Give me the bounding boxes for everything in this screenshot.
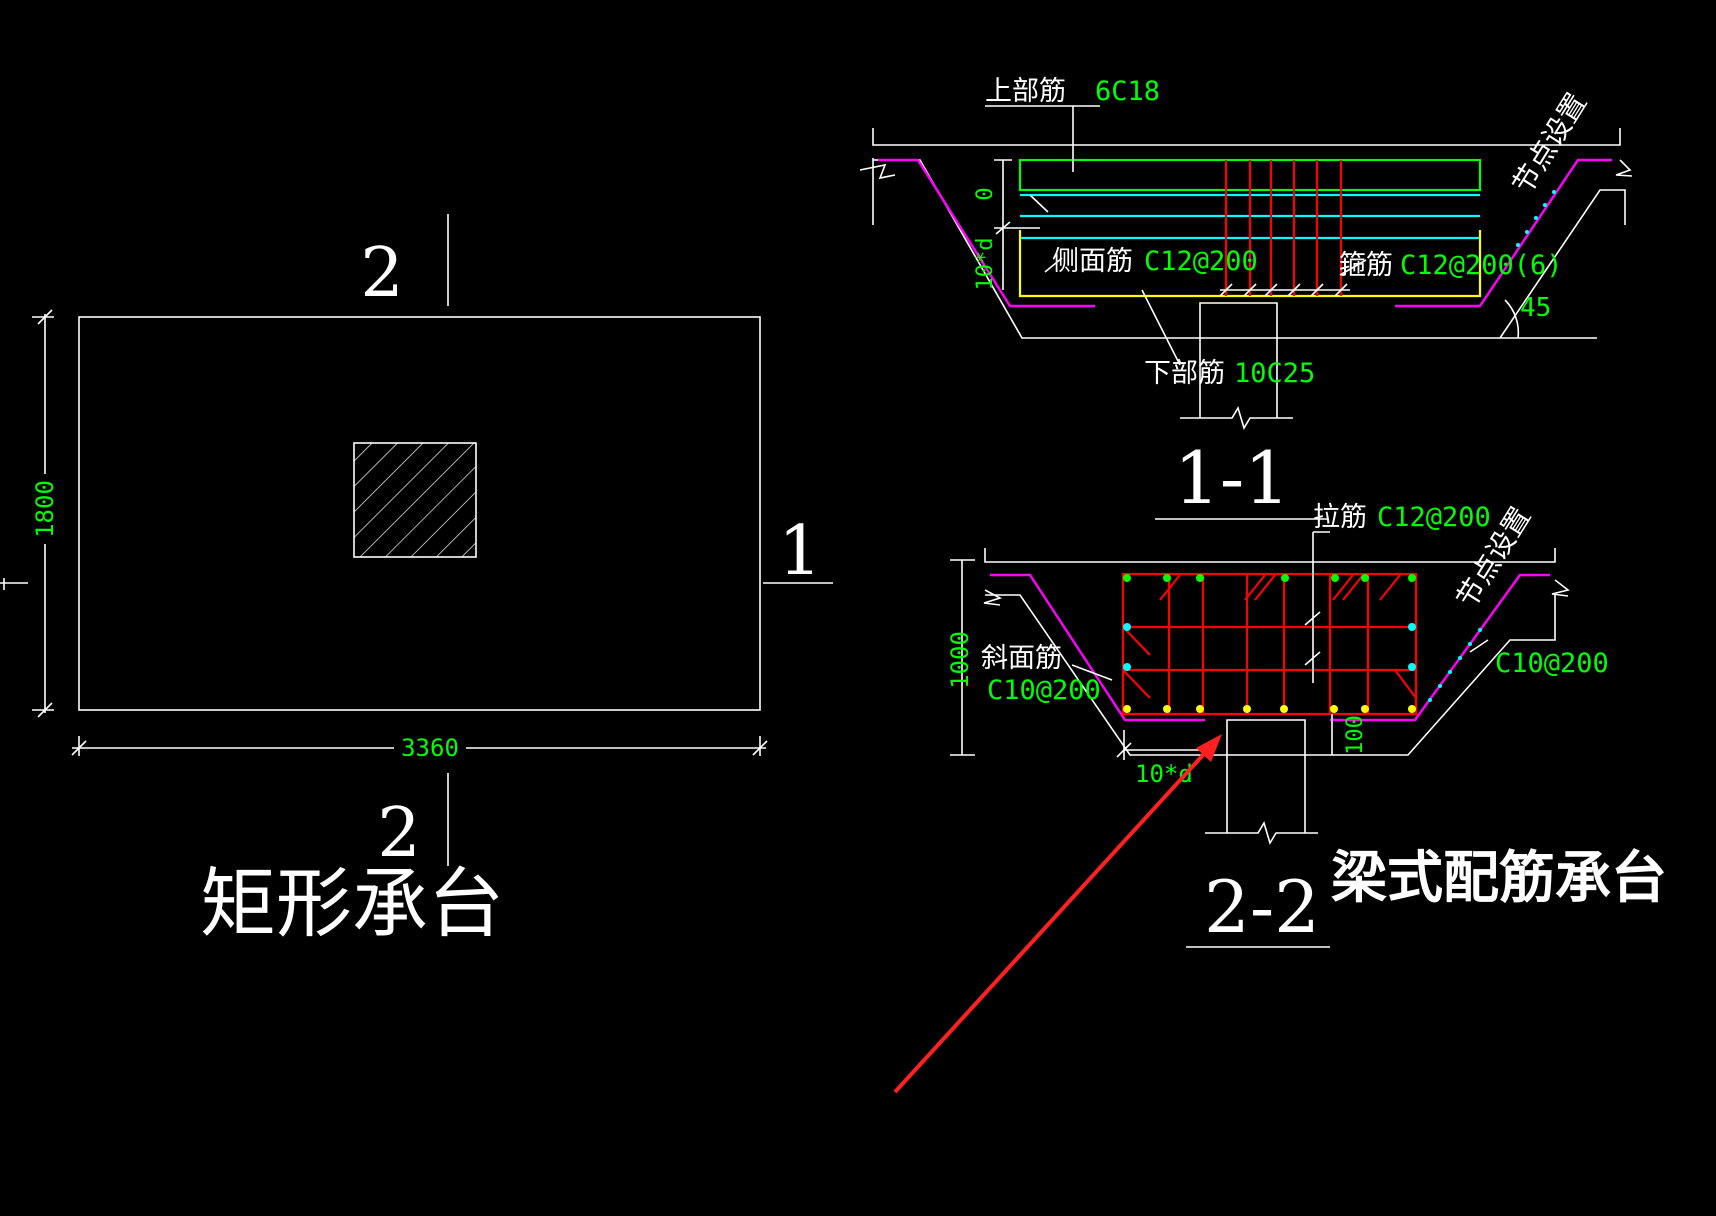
plan-view: 2 2 1 1800 3360 矩形承台 bbox=[0, 214, 833, 948]
section-mark-bottom: 2 bbox=[377, 794, 420, 873]
top-rebar-value: 6C18 bbox=[1095, 76, 1160, 107]
column-section[interactable] bbox=[353, 442, 477, 558]
section-1-1-title: 1-1 bbox=[1174, 436, 1290, 520]
bottom-rebar-value: 10C25 bbox=[1234, 358, 1315, 389]
dim-cover-label: 100 bbox=[1343, 715, 1368, 755]
top-bar-dots-2-2[interactable] bbox=[1123, 574, 1416, 582]
bottom-rebar-label: 下部筋 bbox=[1144, 358, 1225, 389]
tie-rebar-label: 拉筋 bbox=[1313, 502, 1367, 533]
slope-bar-right-2[interactable] bbox=[1330, 573, 1550, 722]
section-mark-top: 2 bbox=[360, 234, 403, 313]
right-rebar-value: C10@200 bbox=[1495, 648, 1609, 679]
dim-zero-label: 0 bbox=[973, 187, 998, 200]
pile-cap-outline[interactable] bbox=[78, 316, 761, 711]
annotation-arrow bbox=[893, 734, 1222, 1094]
rebar-grid-2-2[interactable] bbox=[1121, 572, 1418, 716]
node-dots-right-2 bbox=[1428, 628, 1482, 702]
section-2-2: 1000 10*d 100 拉筋 C12@200 斜面筋 C10@200 C10… bbox=[946, 501, 1609, 949]
angle-label: 45 bbox=[1520, 293, 1551, 323]
section-1-1-ground-line bbox=[872, 128, 1621, 146]
node-dots-right-1 bbox=[1516, 190, 1556, 247]
section-mark-right: 1 bbox=[778, 512, 821, 591]
dimension-width-label: 3360 bbox=[401, 734, 459, 762]
side-bar-dots-2-2[interactable] bbox=[1123, 623, 1416, 671]
stirrups-1-1[interactable] bbox=[1224, 160, 1343, 296]
plan-title: 矩形承台 bbox=[200, 859, 504, 948]
slope-bar-left-1[interactable] bbox=[878, 158, 1095, 308]
caption-beam-reinforced-cap: 梁式配筋承台 bbox=[1331, 846, 1667, 911]
bottom-bar-dots-2-2[interactable] bbox=[1123, 705, 1416, 713]
node-setting-label-1-1: 节点设置 bbox=[1506, 87, 1593, 199]
column-1-1[interactable] bbox=[1199, 302, 1278, 418]
section-2-2-title: 2-2 bbox=[1204, 865, 1320, 949]
stirrup-label: 箍筋 bbox=[1339, 250, 1393, 281]
section-1-1: 0 10*d 上部筋 6C18 侧面筋 C12@200 箍筋 C12@200(6… bbox=[859, 76, 1633, 520]
stirrup-value: C12@200(6) bbox=[1400, 250, 1563, 281]
side-rebar-value: C12@200 bbox=[1144, 246, 1258, 277]
slope-rebar-label: 斜面筋 bbox=[981, 643, 1062, 674]
dim-height-2-2-label: 1000 bbox=[946, 631, 974, 689]
top-rebar-label: 上部筋 bbox=[985, 76, 1066, 107]
dim-anchor-label-1-1: 10*d bbox=[973, 238, 998, 291]
slope-bar-left-2[interactable] bbox=[990, 573, 1205, 722]
column-2-2[interactable] bbox=[1226, 719, 1306, 833]
dimension-height-label: 1800 bbox=[31, 480, 59, 538]
tie-rebar-value: C12@200 bbox=[1377, 502, 1491, 533]
slope-bar-right-1[interactable] bbox=[1395, 158, 1612, 308]
side-rebar-label: 侧面筋 bbox=[1052, 246, 1133, 277]
slope-rebar-value: C10@200 bbox=[987, 675, 1101, 706]
